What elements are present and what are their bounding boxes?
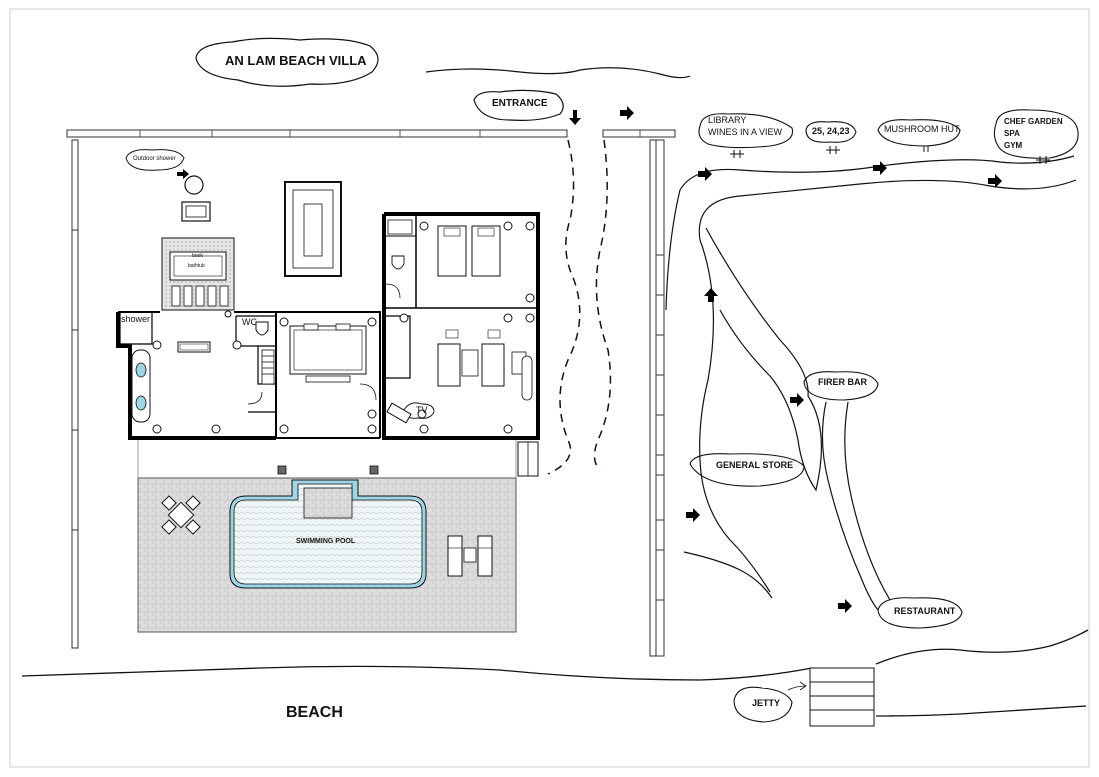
toilet-icon	[255, 321, 269, 336]
mushroom-hut-label: MUSHROOM HUT	[884, 124, 960, 134]
mushroom-hut-cloud	[877, 119, 961, 147]
arrow-icon	[698, 167, 712, 181]
arrow-icon	[873, 161, 887, 175]
bath-label-bottom: bathtub	[188, 263, 205, 269]
chef-garden-cloud	[993, 109, 1079, 159]
title-cloud	[195, 37, 379, 87]
villas-cloud	[805, 121, 857, 143]
jetty-structure	[809, 667, 875, 727]
jetty-cloud	[733, 686, 793, 723]
west-fence	[71, 139, 79, 649]
villas-25-24-23-label: 25, 24,23	[812, 126, 850, 136]
restaurant-label: RESTAURANT	[894, 606, 956, 616]
map-title: AN LAM BEACH VILLA	[225, 53, 367, 68]
wines-label: WINES IN A VIEW	[708, 127, 783, 137]
shoreline-right	[875, 629, 1089, 665]
shower-label: shower	[121, 314, 151, 324]
arrow-icon	[704, 288, 718, 302]
chef-garden-label: CHEF GARDEN	[1004, 117, 1063, 126]
dining-set	[161, 495, 201, 535]
driveway-dashed-left	[547, 139, 581, 475]
driveway-dashed-right	[593, 139, 612, 471]
jetty-label: JETTY	[752, 698, 781, 708]
arrow-icon	[838, 599, 852, 613]
gym-label: GYM	[1004, 141, 1023, 150]
arrow-icon	[177, 169, 189, 179]
restaurant-cloud	[877, 597, 963, 629]
bed-icon	[289, 325, 367, 375]
firer-bar-label: FIRER BAR	[818, 377, 867, 387]
arrow-icon	[988, 174, 1002, 188]
library-label: LIBRARY	[708, 115, 747, 125]
outdoor-shower-cloud	[125, 149, 185, 171]
tv-cloud	[403, 402, 435, 419]
firer-bar-cloud	[803, 371, 879, 401]
top-road-edge	[425, 67, 691, 79]
general-store-label: GENERAL STORE	[716, 460, 794, 470]
bath-label-top: book	[192, 253, 203, 259]
wc-label: WC	[242, 317, 257, 327]
entrance-cloud	[473, 89, 564, 121]
arrow-icon	[790, 393, 804, 407]
arrow-icon	[620, 106, 634, 120]
shoreline-lower	[875, 705, 1087, 717]
restaurant-path	[821, 401, 879, 611]
outdoor-shower-head	[184, 175, 204, 195]
north-fence	[66, 129, 676, 138]
bed-icon	[471, 225, 501, 277]
store-path	[683, 551, 773, 599]
villa-columns	[152, 221, 535, 434]
arrow-icon	[686, 508, 700, 522]
beach-label: BEACH	[286, 704, 343, 721]
restaurant-path-2	[844, 401, 891, 601]
entrance-label: ENTRANCE	[492, 98, 548, 109]
general-store-cloud	[689, 453, 805, 487]
outdoor-shower-label: Outdoor shower	[133, 156, 176, 162]
spa-label: SPA	[1004, 129, 1020, 138]
main-path-inner	[698, 179, 1077, 593]
main-path-outer	[665, 155, 1075, 311]
pool-label: SWIMMING POOL	[296, 538, 356, 545]
page-border	[9, 8, 1090, 768]
garden-lounge	[284, 181, 342, 277]
branch-path	[705, 227, 823, 492]
east-fence	[649, 139, 665, 657]
bed-icon	[437, 225, 467, 277]
washbasin-icon	[135, 395, 147, 411]
outdoor-shower-tray	[181, 201, 211, 222]
shoreline	[21, 665, 813, 681]
villa-building	[116, 212, 540, 440]
tv-label: TV	[416, 405, 428, 415]
arrow-icon	[569, 110, 581, 125]
washbasin-icon	[135, 362, 147, 378]
library-cloud	[698, 113, 794, 149]
